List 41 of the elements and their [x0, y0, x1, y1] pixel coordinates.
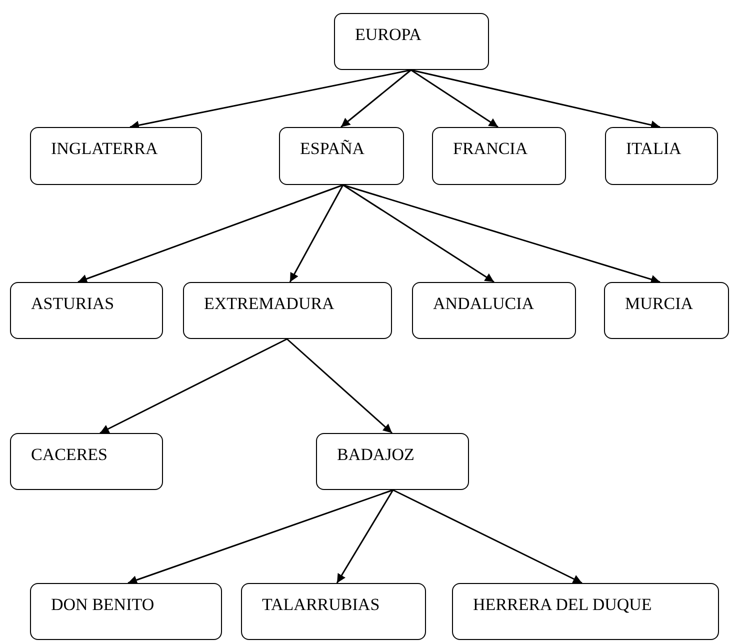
node-label: EXTREMADURA [204, 293, 336, 314]
node-label: ESPAÑA [300, 138, 366, 160]
arrow [340, 69, 412, 128]
node-label: TALARRUBIAS [262, 594, 381, 616]
node-box [412, 282, 576, 339]
node-box [279, 127, 404, 185]
node-label: ANDALUCIA [433, 293, 536, 314]
node-label: INGLATERRA [51, 138, 159, 160]
arrow [289, 184, 344, 282]
node-box [183, 282, 392, 339]
arrow [410, 69, 660, 130]
node-box [316, 433, 469, 490]
node-label: DON BENITO [51, 594, 156, 616]
node-box [605, 127, 718, 185]
node-label: MURCIA [625, 293, 694, 314]
node-label: CACERES [31, 444, 109, 466]
arrow [128, 489, 394, 584]
arrow [342, 184, 494, 283]
arrow [78, 184, 344, 284]
node-box [604, 282, 729, 339]
node-box [10, 433, 163, 490]
arrow [410, 69, 498, 128]
node-box [10, 282, 163, 339]
node-box [241, 583, 426, 640]
node-label: ITALIA [626, 138, 682, 160]
node-label: ASTURIAS [31, 293, 116, 314]
node-box [452, 583, 719, 640]
node-box [30, 583, 222, 640]
node-box [30, 127, 202, 185]
arrow [342, 184, 660, 284]
arrow [100, 338, 288, 434]
node-label: BADAJOZ [337, 444, 416, 466]
arrow [130, 69, 412, 130]
node-label: HERRERA DEL DUQUE [473, 594, 653, 616]
node-box [334, 13, 489, 70]
node-label: FRANCIA [453, 138, 529, 160]
arrow [392, 489, 582, 584]
node-box [432, 127, 566, 185]
arrow [336, 490, 394, 584]
node-label: EUROPA [355, 24, 422, 46]
arrow [286, 338, 392, 434]
